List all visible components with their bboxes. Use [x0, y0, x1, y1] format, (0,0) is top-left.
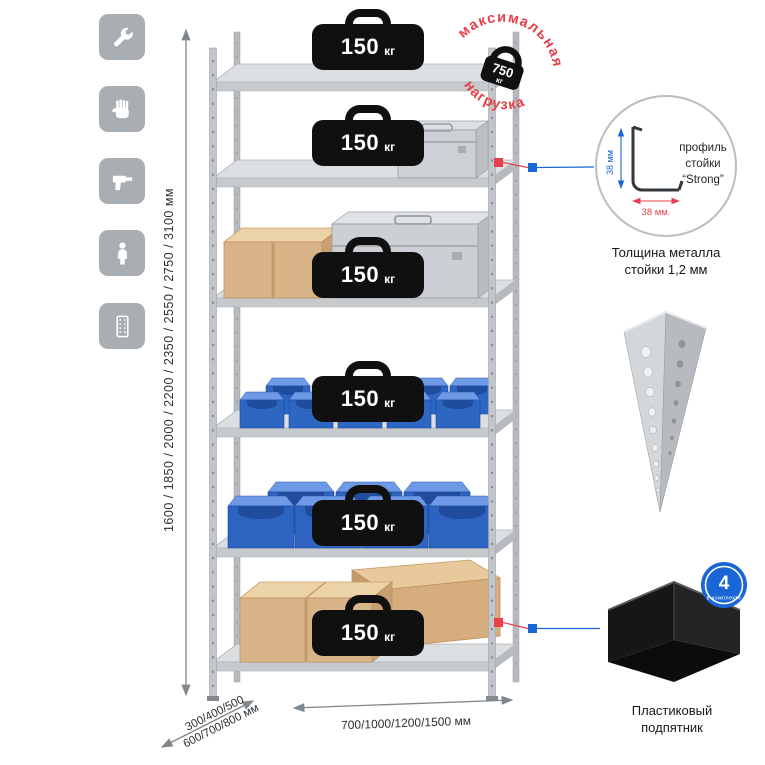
- foot-callout-markers: [494, 618, 600, 633]
- rack-profile-icon: [99, 303, 145, 349]
- foot-caption: Пластиковый подпятник: [631, 703, 713, 735]
- drill-icon: [99, 158, 145, 204]
- plastic-foot-image: 4 в комплекте: [607, 562, 747, 682]
- wrench-icon: [99, 14, 145, 60]
- kit-count-value: 4: [719, 573, 730, 594]
- stamp-weight-icon: 750 кг: [480, 46, 524, 90]
- load-value: 150: [340, 34, 380, 59]
- shelf-load-badge-4: 150 кг: [312, 376, 424, 422]
- profile-dim-horizontal: 38 мм.: [642, 207, 671, 218]
- profile-dim-vertical: 38 мм: [605, 150, 615, 175]
- height-dimension-label: 1600 / 1850 / 2000 / 2200 / 2350 / 2550 …: [162, 187, 176, 533]
- kit-count-label: в комплекте: [707, 596, 742, 602]
- cardboard-box-mid: [222, 227, 342, 299]
- load-unit: кг: [384, 43, 396, 58]
- shelf-load-badge-1: 150 кг: [312, 24, 424, 70]
- profile-caption: Толщина металла стойки 1,2 мм: [611, 245, 721, 277]
- perforated-post-image: [623, 310, 707, 513]
- profile-cross-section: [631, 125, 684, 192]
- aluminium-case-small: [396, 120, 490, 179]
- profile-label-1: профиль: [679, 142, 727, 154]
- shelf-load-badge-3: 150 кг: [312, 252, 424, 298]
- stamp-value: 750: [490, 60, 515, 81]
- profile-label-2: стойки: [685, 158, 720, 170]
- max-load-stamp: максимальная нагрузка 750 кг: [453, 4, 569, 122]
- shelf-load-badge-2: 150 кг: [312, 120, 424, 166]
- profile-label-3: “Strong”: [682, 174, 724, 186]
- depth-dimension-line: [160, 700, 255, 748]
- kit-count-badge: 4 в комплекте: [701, 562, 747, 608]
- shelf-load-badge-5: 150 кг: [312, 500, 424, 546]
- rack-rear-posts: [233, 31, 520, 683]
- gloves-icon: [99, 86, 145, 132]
- profile-callout-markers: [494, 158, 595, 172]
- width-dimension-line: [292, 695, 514, 713]
- plastic-foot: [607, 580, 741, 682]
- person-icon: [99, 230, 145, 276]
- stamp-unit: кг: [495, 75, 504, 86]
- profile-callout: 38 мм 38 мм. профиль стойки “Strong”: [595, 95, 737, 237]
- shelf-load-badge-6: 150 кг: [312, 610, 424, 656]
